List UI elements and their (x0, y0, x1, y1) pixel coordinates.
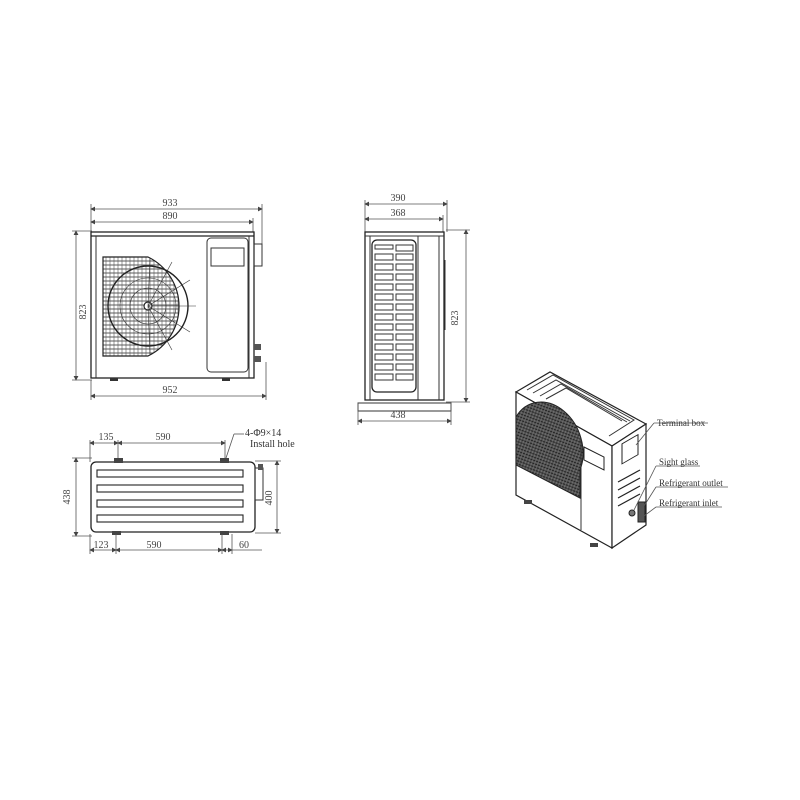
callout-label: Refrigerant inlet (659, 498, 719, 508)
dim-label: 123 (94, 540, 109, 551)
dim-side-height: 823 (446, 229, 470, 403)
refrigerant-connectors (254, 344, 261, 362)
dim-label: 590 (147, 540, 162, 551)
iso-fan-grille (515, 401, 584, 499)
side-view: 390 368 823 (357, 193, 470, 425)
dim-label: 933 (163, 198, 178, 209)
side-body (364, 231, 445, 401)
display-window (210, 247, 245, 267)
dim-label: 135 (99, 432, 114, 443)
dim-label: 60 (239, 540, 249, 551)
terminal-box (253, 243, 263, 267)
mounting-feet (112, 458, 229, 535)
iso-display (583, 446, 605, 471)
bottom-slots (96, 469, 244, 523)
dim-height: 823 (72, 230, 92, 381)
dim-label: 438 (391, 410, 406, 421)
dim-inner-depth: 400 (255, 460, 281, 534)
dim-overall-depth: 390 (364, 193, 448, 232)
dim-label: 368 (391, 208, 406, 219)
dim-body-width: 890 (90, 211, 254, 232)
dim-label: 952 (163, 385, 178, 396)
install-hole-spec: 4-Φ9×14 (245, 428, 281, 439)
callout-sight-glass: Sight glass (633, 457, 700, 511)
dim-body-depth: 368 (364, 208, 444, 232)
dim-right-offset: 60 (221, 534, 262, 554)
callout-label: Refrigerant outlet (659, 478, 723, 488)
dim-overall-width: 933 (90, 198, 263, 250)
dim-depth: 438 (62, 457, 92, 537)
dim-label: 823 (78, 305, 89, 320)
callout-label: Sight glass (659, 457, 699, 467)
dim-label: 890 (163, 211, 178, 222)
side-louvre-panel (371, 239, 417, 393)
bottom-side-fitting (254, 467, 264, 501)
dim-label: 590 (156, 432, 171, 443)
dim-base-depth: 438 (357, 403, 452, 425)
iso-terminal-box (621, 433, 639, 465)
side-louvres (374, 244, 414, 381)
isometric-view: Terminal box Sight glass Refrigerant out… (514, 371, 728, 550)
install-hole-label: Install hole (250, 439, 295, 450)
dim-left-offset-bottom: 123 (89, 534, 117, 554)
unit-body (90, 231, 255, 379)
bottom-view: 135 590 4-Φ9×14 Install hole (62, 428, 295, 554)
fan-grille (102, 256, 196, 357)
dim-label: 400 (264, 491, 275, 506)
callout-refrigerant-inlet: Refrigerant inlet (643, 498, 722, 517)
front-view: 933 890 823 (72, 198, 267, 400)
callout-refrigerant-outlet: Refrigerant outlet (643, 478, 728, 507)
callout-terminal-box: Terminal box (635, 418, 708, 446)
dim-hole-spacing-bottom: 590 (115, 534, 223, 554)
install-hole-callout: 4-Φ9×14 Install hole (225, 428, 295, 459)
dim-label: 390 (391, 193, 406, 204)
callout-label: Terminal box (657, 418, 706, 428)
control-panel (206, 237, 249, 373)
dim-label: 438 (62, 490, 73, 505)
dim-hole-spacing-top: 590 (117, 432, 226, 458)
dim-base-width: 952 (90, 362, 267, 400)
dim-label: 823 (450, 311, 461, 326)
iso-refrigerant-ports (637, 501, 646, 523)
dim-left-offset-top: 135 (89, 432, 119, 462)
